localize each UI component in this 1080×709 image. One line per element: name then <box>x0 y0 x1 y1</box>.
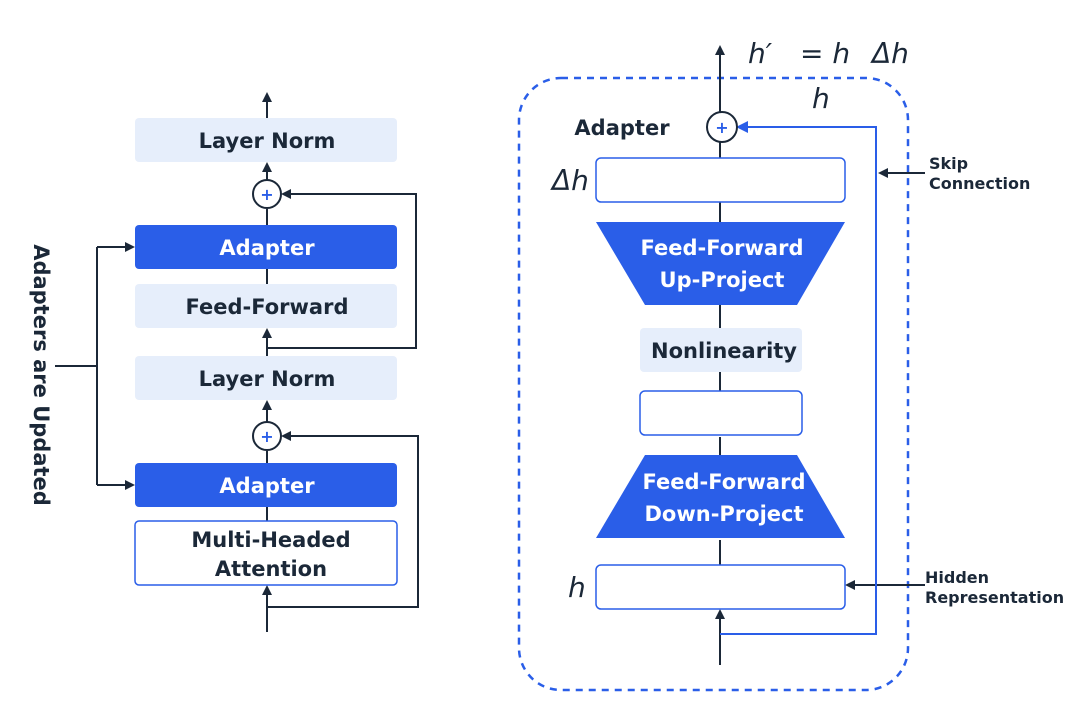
hidden-h-box <box>595 564 846 610</box>
formula-eq: = h <box>800 37 850 70</box>
adapter-plus-circle: + <box>706 111 738 143</box>
adapter-boundary <box>517 76 910 692</box>
adapter-block-bottom: Adapter <box>135 463 397 507</box>
skip-label-1: Skip <box>929 154 968 173</box>
svg-text:Layer Norm: Layer Norm <box>199 129 336 153</box>
plus-circle-bottom: + <box>252 421 282 451</box>
svg-text:Adapter: Adapter <box>219 474 315 498</box>
h-label: h <box>568 571 586 604</box>
delta-h-label: Δh <box>550 164 589 197</box>
nonlinearity-block: Nonlinearity <box>640 328 802 372</box>
adapter-title: Adapter <box>574 116 670 140</box>
svg-text:Feed-Forward: Feed-Forward <box>641 236 804 260</box>
svg-text:Layer Norm: Layer Norm <box>199 367 336 391</box>
skip-connection-line <box>720 121 877 635</box>
skip-label-2: Connection <box>929 174 1030 193</box>
layer-norm-bottom: Layer Norm <box>135 356 397 400</box>
svg-text:+: + <box>260 185 273 204</box>
adapter-flow <box>715 45 925 665</box>
hidden-label-2: Representation <box>925 588 1064 607</box>
svg-text:Nonlinearity: Nonlinearity <box>651 339 797 363</box>
delta-h-box <box>595 157 846 203</box>
svg-text:Up-Project: Up-Project <box>660 268 785 292</box>
layer-norm-top: Layer Norm <box>135 118 397 162</box>
formula-delta: Δh <box>870 37 909 70</box>
adapters-updated-label: Adapters are Updated <box>29 244 53 506</box>
adapter-block-top: Adapter <box>135 225 397 269</box>
svg-text:Feed-Forward: Feed-Forward <box>643 470 806 494</box>
plus-circle-top: + <box>252 179 282 209</box>
svg-text:+: + <box>715 118 728 137</box>
svg-text:Feed-Forward: Feed-Forward <box>186 295 349 319</box>
formula-lhs: h′ <box>748 37 773 70</box>
svg-text:Adapter: Adapter <box>219 236 315 260</box>
formula-h: h <box>812 82 830 115</box>
hidden-label-1: Hidden <box>925 568 989 587</box>
svg-text:Multi-Headed: Multi-Headed <box>191 528 350 552</box>
intermediate-box <box>639 390 803 436</box>
svg-text:+: + <box>260 427 273 446</box>
transformer-layer <box>55 92 419 632</box>
feed-forward-block: Feed-Forward <box>135 284 397 328</box>
svg-text:Attention: Attention <box>215 557 327 581</box>
svg-text:Down-Project: Down-Project <box>644 502 803 526</box>
